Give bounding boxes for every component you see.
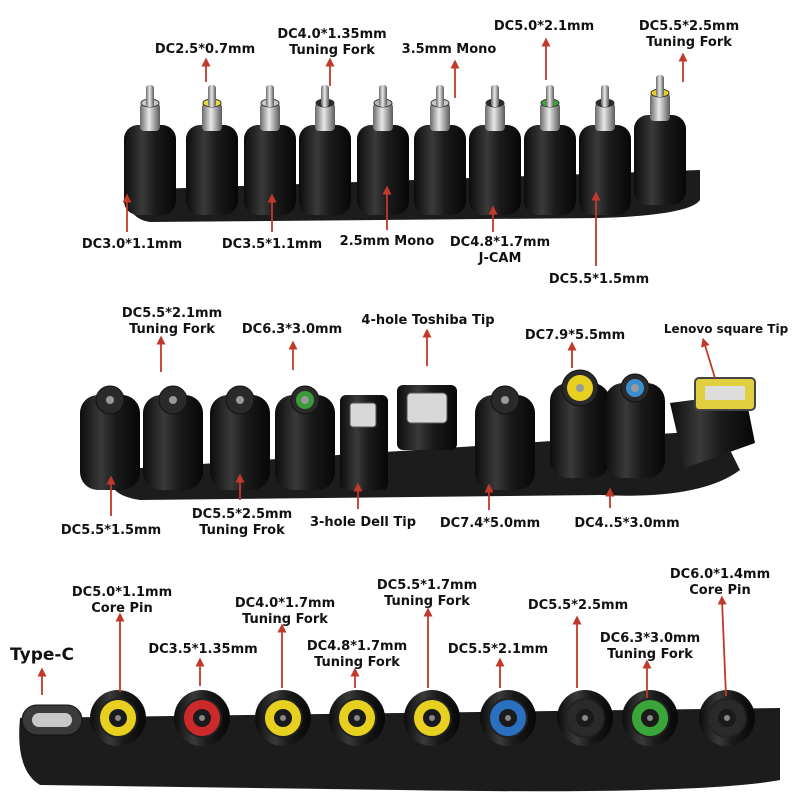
row1-plug-body: [124, 125, 176, 215]
row2-lenovo-body: [670, 393, 755, 468]
callout-arrow: [701, 337, 716, 379]
row2-plug-hole: [301, 396, 309, 404]
label-dc5.0x2.1: DC5.0*2.1mm: [493, 19, 595, 34]
row2-plug-hole: [576, 384, 584, 392]
row1-plug-body: [414, 125, 466, 215]
row2-plug-body: [210, 395, 270, 490]
row2-plug-hole: [631, 384, 639, 392]
row2-plug-body: [550, 383, 610, 478]
row1-plug-barrel: [485, 103, 505, 131]
row1-plug-barrel: [373, 103, 393, 131]
row2-toshiba-socket: [406, 392, 448, 424]
label-dc6.3x3.0-row2: DC6.3*3.0mm: [241, 322, 343, 337]
row1-plug-pin: [656, 75, 664, 97]
row1-plug-pin: [321, 85, 329, 107]
row2-plug-body: [605, 383, 665, 478]
row1-plug-barrel: [260, 103, 280, 131]
row2-plug-body: [143, 395, 203, 490]
row1-plug-pin: [379, 85, 387, 107]
row1-plug-barrel: [595, 103, 615, 131]
row1-plug-body: [299, 125, 351, 215]
row1-plug-body: [357, 125, 409, 215]
row2-plug-body: [275, 395, 335, 490]
row1-plug-body: [634, 115, 686, 205]
row1-plug-barrel: [202, 103, 222, 131]
label-dc5.5x1.5-row2: DC5.5*1.5mm: [60, 523, 162, 538]
row1-plug-pin: [208, 85, 216, 107]
row1-connectors: [124, 75, 700, 222]
row1-plug-body: [579, 125, 631, 215]
row1-plug-body: [524, 125, 576, 215]
label-dc5.5x2.5: DC5.5*2.5mm: [527, 598, 629, 613]
label-type-c: Type-C: [10, 645, 74, 665]
row3-plug-pin: [280, 715, 286, 721]
row2-dell-socket: [349, 402, 377, 428]
label-dc7.9x5.5: DC7.9*5.5mm: [524, 328, 626, 343]
label-dc7.4x5.0: DC7.4*5.0mm: [439, 516, 541, 531]
row3-connectors: [19, 690, 780, 792]
label-3-hole-dell-tip: 3-hole Dell Tip: [309, 515, 417, 530]
label-dc4.5x3.0: DC4..5*3.0mm: [574, 516, 680, 531]
row2-plug-body: [475, 395, 535, 490]
row1-plug-barrel: [650, 93, 670, 121]
label-dc2.5x0.7: DC2.5*0.7mm: [154, 42, 256, 57]
row2-plug-hole: [106, 396, 114, 404]
row2-plug-body: [80, 395, 140, 490]
row3-plug-pin: [199, 715, 205, 721]
label-dc5.5x1.5-row1: DC5.5*1.5mm: [548, 272, 650, 287]
row2-lenovo-slot: [705, 386, 745, 400]
row1-plug-body: [469, 125, 521, 215]
label-lenovo-square-tip: Lenovo square Tip: [663, 322, 789, 336]
row3-plug-pin: [354, 715, 360, 721]
row3-plug-pin: [647, 715, 653, 721]
row3-type-c-port: [32, 713, 72, 727]
row2-connectors: [80, 369, 756, 500]
row1-plug-pin: [146, 85, 154, 107]
row1-plug-pin: [266, 85, 274, 107]
row1-plug-pin: [436, 85, 444, 107]
label-dc3.0x1.1: DC3.0*1.1mm: [81, 237, 183, 252]
row3-plug-pin: [429, 715, 435, 721]
row3-plug-pin: [115, 715, 121, 721]
row3-plug-pin: [582, 715, 588, 721]
row2-plug-hole: [169, 396, 177, 404]
callout-arrows: [37, 37, 727, 698]
row3-plug-pin: [724, 715, 730, 721]
label-2.5mm-mono: 2.5mm Mono: [339, 234, 435, 249]
label-dc3.5x1.1: DC3.5*1.1mm: [221, 237, 323, 252]
row1-plug-body: [244, 125, 296, 215]
row1-plug-pin: [546, 85, 554, 107]
label-dc5.5x2.1: DC5.5*2.1mm: [447, 642, 549, 657]
row1-plug-pin: [491, 85, 499, 107]
label-3.5mm-mono: 3.5mm Mono: [401, 42, 497, 57]
row1-plug-barrel: [430, 103, 450, 131]
row1-plug-body: [186, 125, 238, 215]
row1-plug-pin: [601, 85, 609, 107]
row2-plug-hole: [236, 396, 244, 404]
callout-arrow: [717, 595, 727, 697]
label-4-hole-toshiba-tip: 4-hole Toshiba Tip: [361, 313, 495, 328]
row1-plug-barrel: [315, 103, 335, 131]
row1-plug-barrel: [140, 103, 160, 131]
row2-plug-hole: [501, 396, 509, 404]
row1-plug-barrel: [540, 103, 560, 131]
row3-plug-pin: [505, 715, 511, 721]
label-dc3.5x1.35: DC3.5*1.35mm: [148, 642, 258, 657]
